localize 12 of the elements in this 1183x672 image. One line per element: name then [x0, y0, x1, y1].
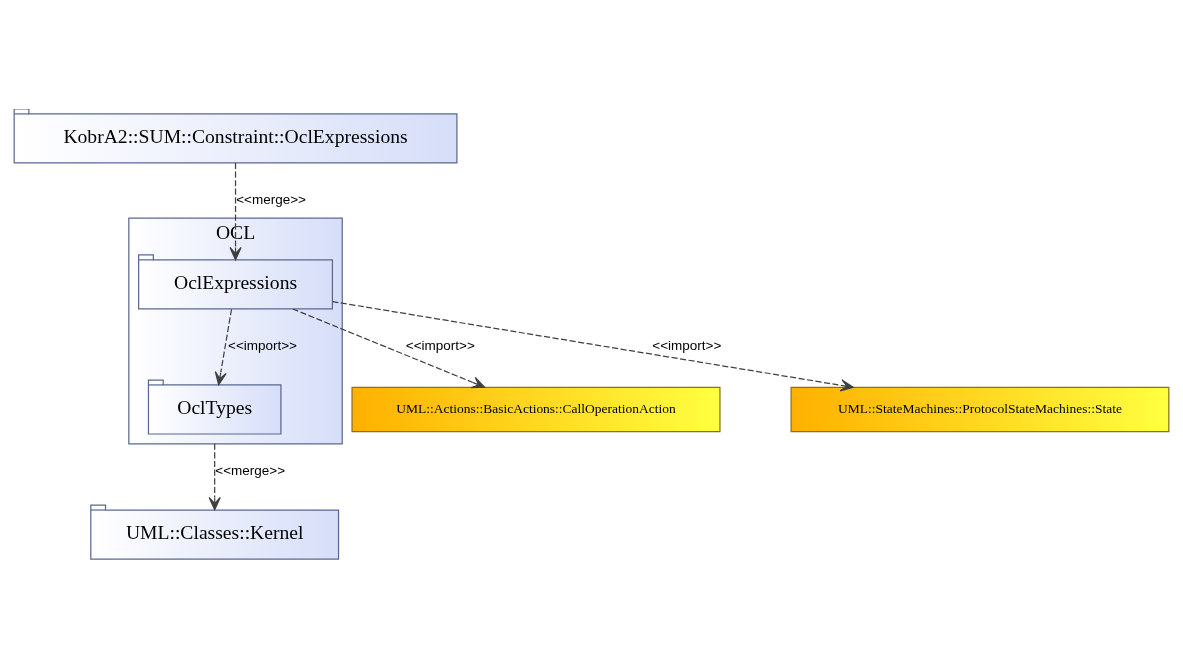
node-box: UML::Actions::BasicActions::CallOperationAction: [351, 386, 721, 432]
arrow: [292, 307, 486, 388]
edge-label: <<import>>: [405, 337, 475, 353]
arrow: [208, 442, 221, 510]
arrow: [331, 300, 854, 391]
node-box: UML::StateMachines::ProtocolStateMachines::State: [790, 386, 1170, 432]
arrow: [229, 161, 242, 260]
edge-label: <<import>>: [652, 337, 722, 353]
edge-label: <<import>>: [228, 337, 297, 353]
edge-label: <<merge>>: [215, 462, 286, 478]
arrow: [214, 308, 233, 385]
edge-label: <<merge>>: [236, 191, 306, 207]
